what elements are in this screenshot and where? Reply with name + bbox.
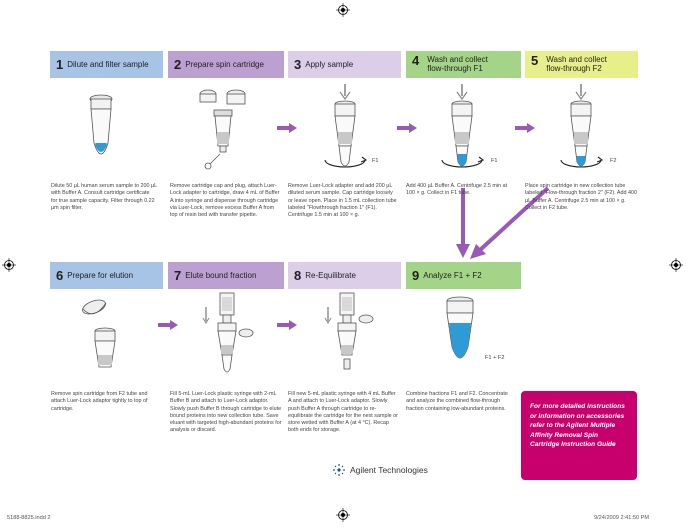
- step-9-description: Combine fractions F1 and F2. Concentrate…: [406, 391, 508, 412]
- arrow-right-icon: [277, 320, 297, 330]
- registration-mark-right-icon: [669, 258, 683, 272]
- step-number: 8: [294, 268, 302, 283]
- registration-mark-left-icon: [2, 258, 16, 272]
- step-8-description: Fill new 5-mL plastic syringe with 4 mL …: [288, 391, 398, 434]
- centrifuge-step5-illustration: [560, 84, 604, 168]
- centrifuge-step4-illustration: [441, 84, 485, 168]
- tube-label-f1-step3: F1: [372, 158, 379, 164]
- step-2-header: 2 Prepare spin cartridge: [168, 51, 284, 78]
- step-6-description: Remove spin cartridge from F2 tube and a…: [51, 391, 148, 412]
- arrow-right-icon: [397, 123, 417, 133]
- print-timestamp: 9/24/2009 2:41:50 PM: [594, 515, 650, 521]
- step-number: 6: [56, 268, 64, 283]
- step-3-description: Remove Luer-Lock adapter and add 200 µL …: [288, 183, 397, 219]
- arrow-down-f1-icon: [456, 188, 470, 258]
- step-9-header: 9 Analyze F1 + F2: [406, 262, 521, 289]
- syringe-reequilibrate-illustration: [324, 292, 374, 370]
- cartridge-parts-illustration: [199, 89, 246, 170]
- instruction-guide-callout: For more detailed instructions or inform…: [521, 391, 637, 480]
- step-number: 3: [294, 57, 302, 72]
- step-6-header: 6 Prepare for elution: [50, 262, 163, 289]
- step-number: 5: [531, 53, 539, 68]
- arrow-right-icon: [158, 320, 178, 330]
- step-number: 4: [412, 53, 420, 68]
- step-title: Prepare for elution: [67, 271, 134, 280]
- step-number: 9: [412, 268, 420, 283]
- file-slug: 5188-8825.indd 2: [7, 515, 51, 521]
- arrow-right-icon: [515, 123, 535, 133]
- sample-tube-illustration: [89, 94, 113, 155]
- step-7-description: Fill 5-mL Luer-Lock plastic syringe with…: [170, 391, 282, 434]
- combined-fraction-tube-illustration: [446, 296, 474, 359]
- step-1-header: 1 Dilute and filter sample: [50, 51, 163, 78]
- tube-label-f1-f2: F1 + F2: [485, 355, 505, 361]
- agilent-logo: Agilent Technologies: [332, 463, 428, 477]
- step-3-header: 3 Apply sample: [288, 51, 401, 78]
- step-title: Dilute and filter sample: [67, 60, 149, 69]
- centrifuge-step3-illustration: [324, 84, 368, 168]
- arrow-right-icon: [277, 123, 297, 133]
- syringe-elution-illustration: [202, 292, 254, 373]
- tube-label-f2-step5: F2: [610, 158, 617, 164]
- step-number: 7: [174, 268, 182, 283]
- step-title: Apply sample: [305, 60, 354, 69]
- step-title: Prepare spin cartridge: [185, 60, 264, 69]
- step-2-description: Remove cartridge cap and plug, attach Lu…: [170, 183, 280, 219]
- tube-label-f1-step4: F1: [491, 158, 498, 164]
- cartridge-removal-illustration: [82, 299, 116, 368]
- step-4-description: Add 400 µL Buffer A. Centrifuge 2.5 min …: [406, 183, 508, 197]
- agilent-spark-icon: [333, 464, 345, 476]
- step-8-header: 8 Re-Equilibrate: [288, 262, 401, 289]
- registration-mark-bottom-icon: [336, 508, 350, 522]
- step-title: Analyze F1 + F2: [423, 271, 482, 280]
- step-title: Re-Equilibrate: [305, 271, 356, 280]
- step-7-header: 7 Elute bound fraction: [168, 262, 284, 289]
- registration-mark-top-icon: [336, 3, 350, 17]
- step-1-description: Dilute 50 µL human serum sample to 200 µ…: [51, 183, 157, 211]
- brand-name: Agilent Technologies: [350, 465, 428, 475]
- arrow-diagonal-f2-icon: [470, 186, 550, 259]
- step-number: 1: [56, 57, 64, 72]
- step-number: 2: [174, 57, 182, 72]
- step-5-description: Place spin cartridge in new collection t…: [525, 183, 638, 211]
- step-title: Elute bound fraction: [185, 271, 257, 280]
